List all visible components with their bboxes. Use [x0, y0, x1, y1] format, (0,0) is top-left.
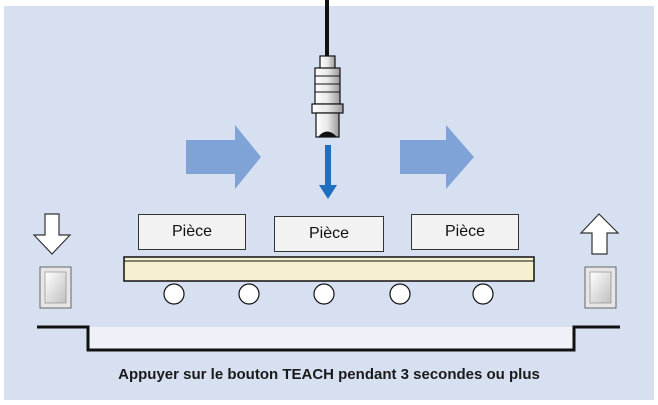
up-arrow-icon [579, 213, 620, 255]
conveyor-base-outline [37, 325, 620, 352]
detection-arrow-icon [319, 145, 337, 199]
roller-icon [163, 283, 185, 305]
conveyor-base [88, 327, 574, 350]
piece-box: Pièce [274, 216, 384, 252]
piece-label: Pièce [444, 223, 486, 240]
conveyor-rollers [163, 283, 494, 305]
roller-icon [313, 283, 335, 305]
teach-button-icon [39, 266, 72, 309]
caption-text: Appuyer sur le bouton TEACH pendant 3 se… [118, 366, 540, 383]
piece-box: Pièce [411, 214, 519, 250]
piece-box: Pièce [138, 214, 246, 250]
roller-icon [472, 283, 494, 305]
piece-label: Pièce [308, 225, 350, 242]
flow-arrow-icon [400, 125, 474, 189]
sensor-icon [311, 55, 344, 138]
flow-arrow-icon [186, 125, 261, 189]
teach-button-icon [584, 266, 617, 309]
roller-icon [389, 283, 411, 305]
down-arrow-icon [32, 213, 72, 255]
roller-icon [238, 283, 260, 305]
piece-label: Pièce [171, 223, 213, 240]
